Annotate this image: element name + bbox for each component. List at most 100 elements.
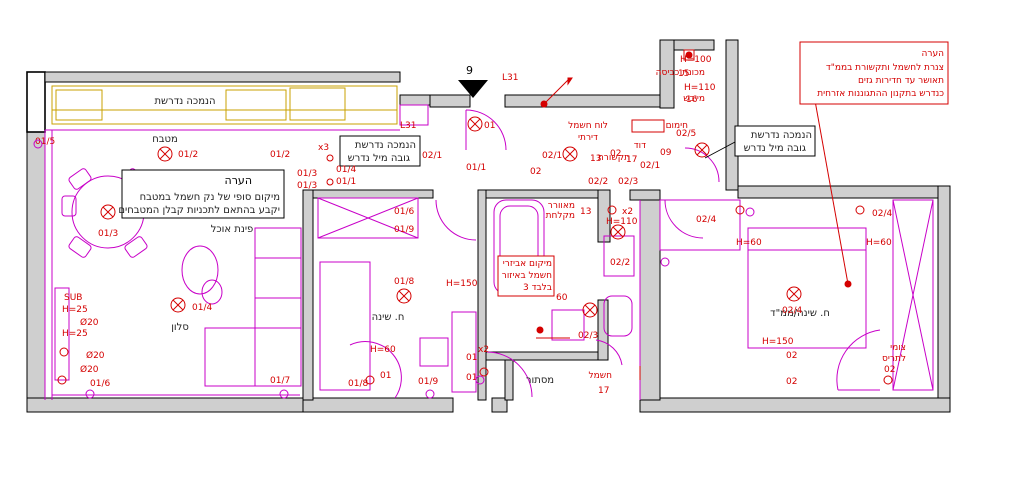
code: 01/4 [192,303,212,313]
kitchen-note-line1: מיקום סופי של נק חשמל במטבח [140,192,280,203]
ceiling-note-left: הנמכה נדרשת גובה מיל נדרש [339,135,421,167]
code: x2 [478,345,489,355]
wall-bedroom-bath [477,189,487,401]
light-bath2 [582,302,598,318]
light-entry [467,116,483,132]
code: H=25 [62,305,88,315]
washing-label: מכונת כביסה [656,68,705,78]
code: 01/8 [394,277,414,287]
light-hall [562,146,578,162]
heater-note-line2: חשמל באיזור [502,271,552,281]
kitchen-counter [51,85,429,126]
code: 02 [884,365,895,375]
code: Ø20 [86,350,105,361]
red-note-box: הערה צנרת לחשמל ותקשורת בממ"ד תאושר עד ח… [799,41,949,105]
light-bath [610,224,626,240]
code: 01/2 [270,150,290,160]
room-kitchen: מטבח [152,134,178,145]
light-bedroom1 [396,288,412,304]
code: 02/3 [578,331,598,341]
wall-living-bedroom [302,189,314,401]
code: 02/1 [640,161,660,171]
red-note-title: הערה [922,49,945,59]
blind-label: לתריס [882,354,906,364]
code: 01 [484,121,495,131]
code: 13 [580,207,591,217]
room-dining: פינת אוכל [211,224,254,235]
red-labels: לוח חשמל דירתי מכונת כביסה מייבש תקשורת … [546,68,906,381]
code: H=60 [866,238,892,248]
dryer-label: מייבש [683,94,705,104]
code-labels: 01/5 01/2 01/2 01/3 01/3 01/3 01/4 01/7 … [35,55,895,396]
code: SUB [64,293,82,303]
code: H=60 [370,345,396,355]
code: 17 [626,155,637,165]
room-labels: הנמכה נדרשת מטבח פינת אוכל סלון ח. שינה … [152,96,830,386]
marker-label: 9 [466,64,473,77]
heater-label: חימום [666,121,689,131]
living-furniture [54,227,302,387]
light-dining [100,204,116,220]
code: 16 [686,95,698,105]
boiler-label: דוד [634,141,646,151]
room-bedroom1: ח. שינה [372,312,405,323]
elec-label: חשמל [589,371,613,381]
kitchen-note-title: הערה [225,174,252,187]
code: 02/1 [422,151,442,161]
light-bedroom2 [786,286,802,302]
room-storage: מסתור [526,375,554,386]
left-wall-top [26,71,46,133]
room-bedroom2: ח. שינה/ממ"ד [770,308,830,319]
code: 17 [598,386,609,396]
code: Ø20 [80,317,99,328]
code: 02/2 [588,177,608,187]
code: 01 [466,353,477,363]
code: 01 [466,373,477,383]
shower-label: מקלחת [546,211,575,221]
code: H=100 [680,55,712,65]
top-wall-mid [504,94,661,108]
code: 02 [786,377,797,387]
panel-label: לוח חשמל [568,121,608,131]
doors [349,109,881,399]
code: 02/4 [872,209,892,219]
code: L31 [502,73,518,83]
code: 01/3 [297,169,317,179]
top-wall [44,71,401,83]
code: 01/3 [297,181,317,191]
code: 60 [556,293,568,303]
soldering-label: צומי [890,343,906,353]
code: 01/9 [394,225,414,235]
panel-sub: דירתי [578,133,598,143]
code: x2 [622,207,633,217]
code: 02 [610,149,621,159]
light-living [170,297,186,313]
code: 02/4 [696,215,716,225]
bedroom1-furniture [317,197,477,393]
code: 01/9 [418,377,438,387]
code: H=150 [446,279,478,289]
kitchen-note-line2: יקבע בהתאם לתכניות קבלן המטבחים [118,205,280,216]
code: 01/4 [336,165,356,175]
code: 01/1 [336,177,356,187]
code: 01/7 [270,376,290,386]
code: 02 [530,167,541,177]
code: 13 [590,154,601,164]
code: 01/5 [35,137,55,147]
code: H=110 [684,83,716,93]
ceiling-note-right-title: הנמכה נדרשת [751,130,812,141]
code: 02/5 [676,129,696,139]
kitchen-prep-label: הנמכה נדרשת [154,96,215,107]
light-passage [694,142,710,158]
code: 02/3 [618,177,638,187]
red-note-line2: תאושר עד חדירות גזים [858,76,944,86]
code: 01/6 [394,207,414,217]
code: 01/1 [466,163,486,173]
ceiling-note-left-sub: גובה מיל נדרש [348,153,410,164]
red-note-line1: צנרת לחשמל ותקשורת בממ"ד [826,63,944,73]
comm-label: תקשורת [598,153,630,163]
light-kitchen [157,146,173,162]
code: 01/2 [178,150,198,160]
code: 02/4 [782,306,802,316]
room-living: סלון [171,322,189,333]
